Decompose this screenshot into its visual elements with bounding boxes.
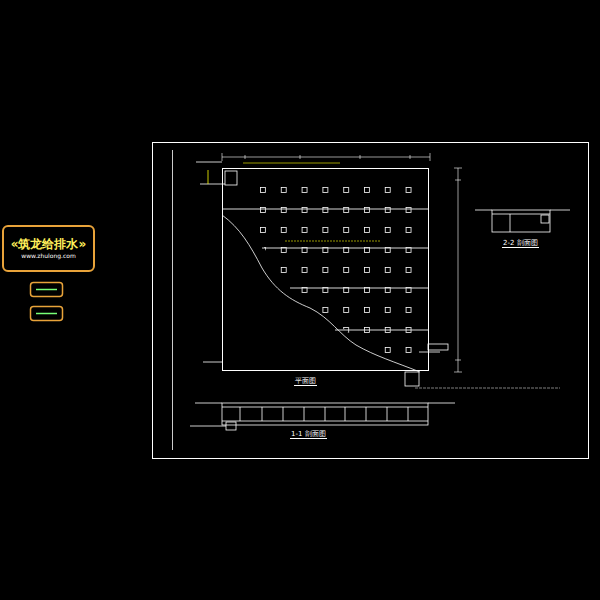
dimension-lines	[222, 153, 462, 372]
inlet-chamber	[196, 162, 237, 185]
distribution-pipes	[222, 209, 428, 330]
section-title: 1-1 剖面图	[290, 431, 327, 439]
plan-title: 平面图	[294, 378, 317, 386]
binding-line	[172, 150, 173, 450]
pipe-annotations	[243, 74, 380, 241]
stamp-box	[31, 307, 63, 321]
watermark-url: www.zhulong.com	[21, 252, 76, 260]
note-text-placeholder	[415, 388, 560, 389]
stamp-text-mark	[36, 313, 57, 315]
stamp-text-mark	[36, 289, 57, 291]
stamp-box	[31, 283, 63, 297]
watermark-title: «筑龙给排水»	[11, 237, 87, 253]
outlet-chamber	[203, 344, 448, 386]
break-line	[222, 215, 420, 372]
section-2-2	[475, 210, 570, 232]
section-1-1	[190, 403, 455, 430]
watermark-box: «筑龙给排水»www.zhulong.com	[2, 225, 95, 272]
section-title: 2-2 剖面图	[502, 240, 539, 248]
outer-frame	[153, 143, 589, 459]
column-grid	[256, 184, 422, 362]
tank-plan-outline	[223, 169, 429, 371]
